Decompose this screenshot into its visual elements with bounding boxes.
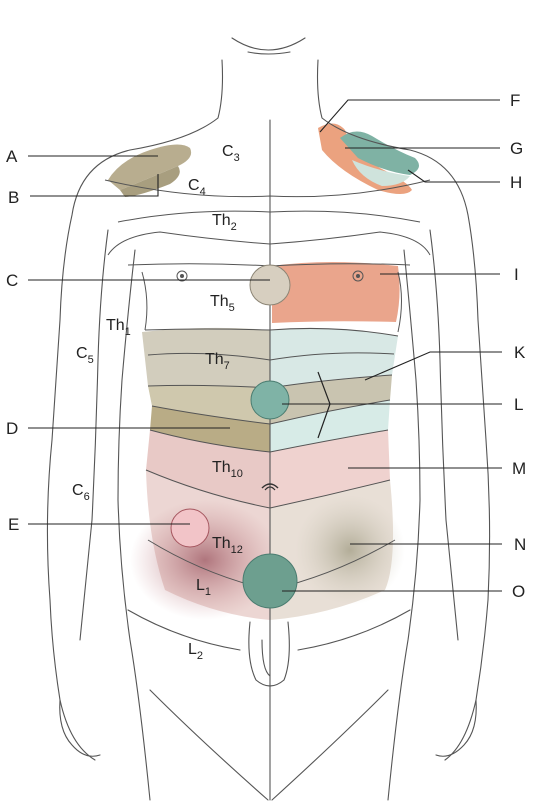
circle-o [243,554,297,608]
shaded-zones [108,123,419,620]
label-c: C [6,271,18,290]
segment-th2: Th2 [212,212,237,233]
label-n: N [514,535,526,554]
label-d: D [6,419,18,438]
label-m: M [512,459,526,478]
segment-th5: Th5 [210,293,235,314]
segment-c6: C6 [72,482,90,503]
label-e: E [8,515,19,534]
circle-e [171,509,209,547]
segment-l2: L2 [188,641,203,662]
label-i: I [514,265,519,284]
label-l: L [514,395,523,414]
label-b: B [8,188,19,207]
circle-l [251,381,289,419]
label-k: K [514,343,526,362]
circle-c [250,265,290,305]
label-a: A [6,147,18,166]
label-f: F [510,91,520,110]
label-h: H [510,173,522,192]
zone-i-chest [272,262,400,323]
zone-grey-shade [295,495,405,605]
label-g: G [510,139,523,158]
segment-c3: C3 [222,143,240,164]
label-o: O [512,582,525,601]
segment-c5: C5 [76,345,94,366]
